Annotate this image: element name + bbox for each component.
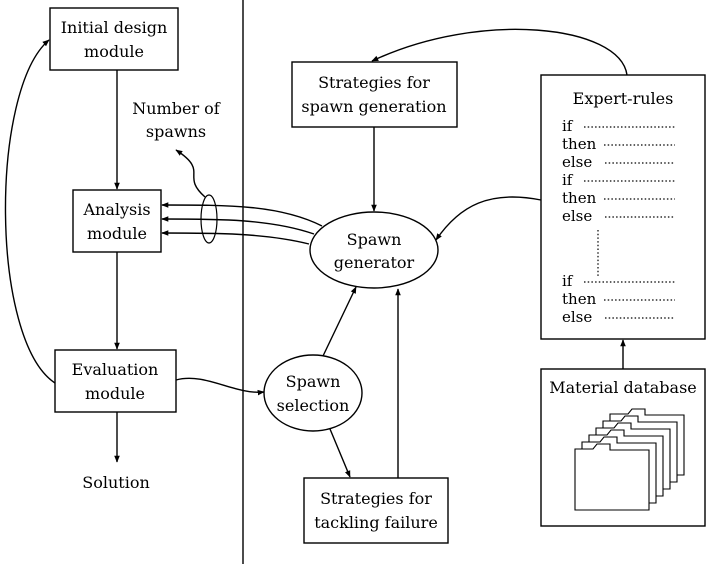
spawn-generator-label-2: generator xyxy=(334,253,415,272)
spawn-generator: Spawn generator xyxy=(309,211,439,289)
arrow-evaluation-to-selection xyxy=(175,377,265,396)
evaluation-label-2: module xyxy=(85,384,145,403)
spawn-count-loop xyxy=(200,194,218,244)
arrow-expert-to-generator xyxy=(435,196,542,241)
strategies-spawn-generation: Strategies for spawn generation xyxy=(291,61,458,128)
material-database-title: Material database xyxy=(549,378,697,397)
strategies-spawn-label-2: spawn generation xyxy=(301,97,446,116)
expert-rules-title: Expert-rules xyxy=(573,89,674,108)
strategies-tackling-failure: Strategies for tackling failure xyxy=(303,477,449,544)
rule-keyword: else xyxy=(562,308,592,326)
rule-keyword: else xyxy=(562,207,592,225)
strategies-failure-label-2: tackling failure xyxy=(314,513,438,532)
analysis-label-2: module xyxy=(87,224,147,243)
initial-design-module: Initial design module xyxy=(49,7,179,71)
rule-keyword: if xyxy=(562,272,574,290)
arrow-spawn-to-analysis-1 xyxy=(161,202,323,227)
arrow-expert-to-strategies xyxy=(371,28,628,76)
spawn-selection-label-2: selection xyxy=(277,396,350,415)
rule-keyword: then xyxy=(562,135,597,153)
spawn-selection: Spawn selection xyxy=(263,354,363,432)
rules-group-1: if then else if then else xyxy=(562,117,675,225)
folder-stack-icon xyxy=(574,408,685,511)
arrow-spawn-to-analysis-2 xyxy=(161,216,315,235)
number-of-spawns-label-2: spawns xyxy=(146,122,206,141)
analysis-module: Analysis module xyxy=(72,189,162,253)
spawn-generator-label-1: Spawn xyxy=(347,230,402,249)
evaluation-module: Evaluation module xyxy=(54,349,177,413)
arrow-loop-to-number-of-spawns xyxy=(175,149,206,198)
initial-design-label-1: Initial design xyxy=(61,18,168,37)
arrow-selection-to-failure xyxy=(329,428,351,478)
rule-keyword: then xyxy=(562,189,597,207)
arrow-evaluation-loop-to-initial xyxy=(4,39,56,384)
strategies-spawn-label-1: Strategies for xyxy=(318,73,430,92)
solution-label: Solution xyxy=(82,473,150,492)
rule-keyword: else xyxy=(562,153,592,171)
arrow-selection-to-generator xyxy=(322,286,357,357)
analysis-label-1: Analysis xyxy=(82,200,150,219)
rule-keyword: if xyxy=(562,171,574,189)
strategies-failure-label-1: Strategies for xyxy=(320,489,432,508)
spawn-selection-label-1: Spawn xyxy=(286,372,341,391)
rule-keyword: if xyxy=(562,117,574,135)
expert-rules-box: Expert-rules xyxy=(540,74,706,340)
evaluation-label-1: Evaluation xyxy=(72,360,159,379)
initial-design-label-2: module xyxy=(84,42,144,61)
rule-keyword: then xyxy=(562,290,597,308)
arrow-spawn-to-analysis-3 xyxy=(161,230,310,245)
number-of-spawns-label-1: Number of xyxy=(132,99,221,118)
rules-group-2: if then else xyxy=(562,272,675,326)
